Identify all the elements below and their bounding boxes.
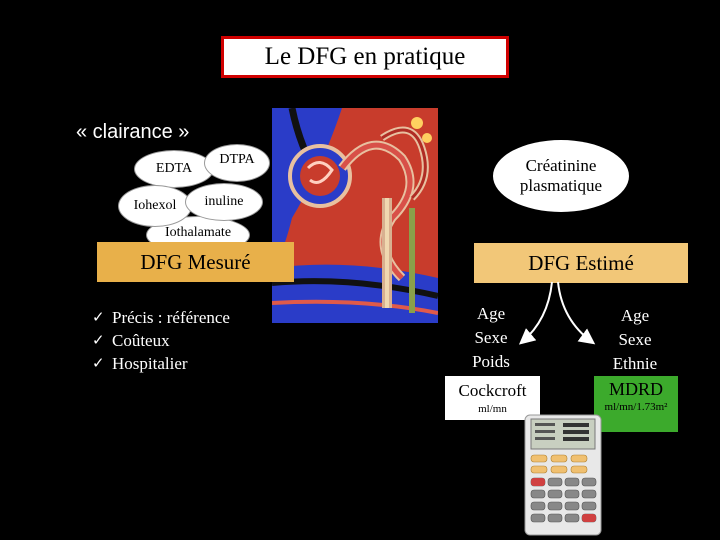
check-icon: ✓ [92, 306, 112, 329]
list-item: ✓ Coûteux [92, 329, 230, 352]
variable-sexe: Sexe [458, 326, 524, 350]
creatinine-line1: Créatinine [526, 156, 597, 176]
variable-ethnie: Ethnie [594, 352, 676, 376]
clairance-label: « clairance » [76, 121, 189, 144]
list-item: ✓ Hospitalier [92, 352, 230, 375]
marker-iohexol: Iohexol [118, 185, 192, 227]
list-item-label: Hospitalier [112, 352, 188, 375]
kidney-nephron-illustration [272, 108, 438, 323]
variable-sexe: Sexe [594, 328, 676, 352]
dfg-mesure-bar: DFG Mesuré [97, 242, 294, 282]
mdrd-formula-box: MDRD ml/mn/1.73m² [594, 376, 678, 432]
creatinine-bubble: Créatinine plasmatique [493, 140, 629, 212]
cockcroft-unit: ml/mn [478, 402, 507, 416]
list-item: ✓ Précis : référence [92, 306, 230, 329]
creatinine-line2: plasmatique [520, 176, 602, 196]
variable-age: Age [594, 304, 676, 328]
slide-title: Le DFG en pratique [221, 36, 509, 78]
mesure-checklist: ✓ Précis : référence ✓ Coûteux ✓ Hospita… [92, 306, 230, 375]
list-item-label: Précis : référence [112, 306, 230, 329]
mdrd-unit: ml/mn/1.73m² [605, 400, 668, 414]
cockcroft-name: Cockcroft [459, 376, 527, 402]
dfg-estime-bar: DFG Estimé [474, 243, 688, 283]
calculator-image [523, 413, 603, 537]
cockcroft-variables: Age Sexe Poids [458, 302, 524, 374]
check-icon: ✓ [92, 329, 112, 352]
check-icon: ✓ [92, 352, 112, 375]
variable-age: Age [458, 302, 524, 326]
variable-poids: Poids [458, 350, 524, 374]
mdrd-variables: Age Sexe Ethnie [594, 304, 676, 376]
marker-inuline: inuline [185, 183, 263, 221]
mdrd-name: MDRD [609, 376, 663, 400]
list-item-label: Coûteux [112, 329, 170, 352]
marker-dtpa: DTPA [204, 144, 270, 182]
marker-edta: EDTA [134, 150, 214, 188]
